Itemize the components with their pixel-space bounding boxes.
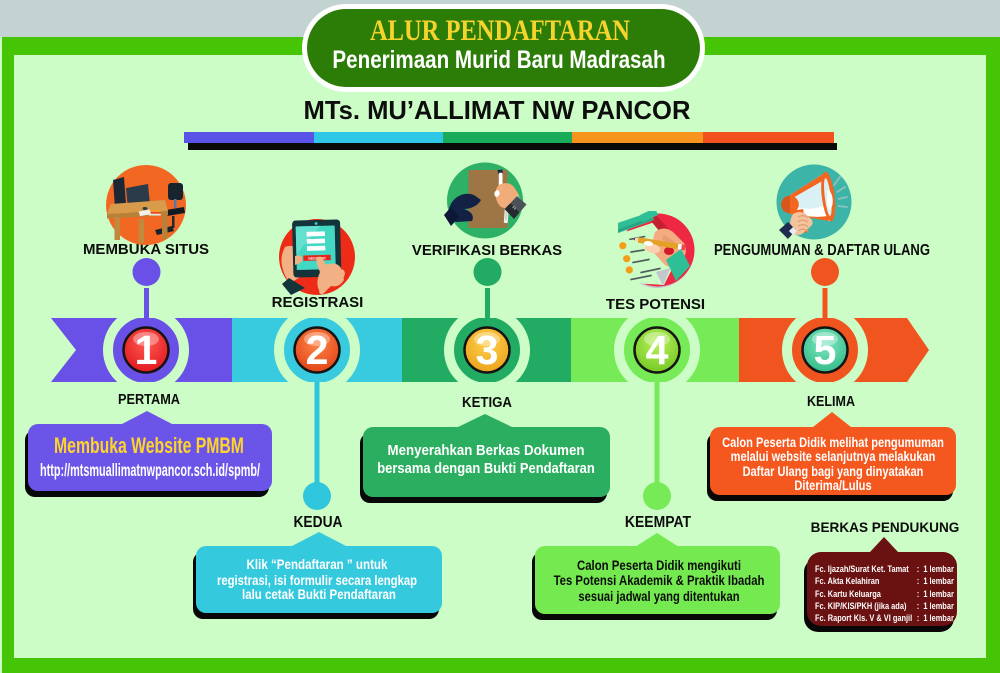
svg-text:2: 2 xyxy=(306,327,329,373)
svg-text:1: 1 xyxy=(135,327,158,373)
svg-text:3: 3 xyxy=(476,327,499,373)
svg-text:4: 4 xyxy=(646,327,669,373)
svg-text:5: 5 xyxy=(814,327,837,373)
